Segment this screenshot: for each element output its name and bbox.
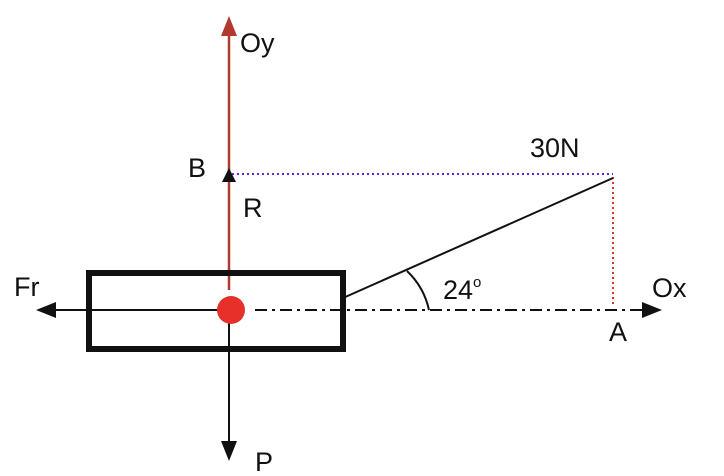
oy-label: Oy	[240, 28, 275, 58]
p-arrowhead	[221, 441, 237, 461]
a-label: A	[609, 317, 627, 347]
body-center-point	[217, 296, 245, 324]
force-30n-label: 30N	[530, 133, 580, 163]
oy-axis-arrowhead	[221, 16, 237, 36]
angle-label: 24o	[443, 274, 481, 305]
fr-arrowhead	[36, 302, 56, 318]
r-label: R	[243, 193, 263, 223]
angle-degree: o	[473, 274, 481, 291]
angle-value: 24	[443, 275, 473, 305]
b-label: B	[188, 153, 206, 183]
angle-arc	[406, 270, 430, 311]
p-label: P	[255, 447, 273, 476]
ox-label: Ox	[652, 273, 687, 303]
ox-axis-arrowhead	[642, 302, 662, 318]
r-arrowhead	[222, 168, 236, 182]
fr-label: Fr	[14, 272, 39, 302]
force-30n-line	[342, 177, 614, 299]
